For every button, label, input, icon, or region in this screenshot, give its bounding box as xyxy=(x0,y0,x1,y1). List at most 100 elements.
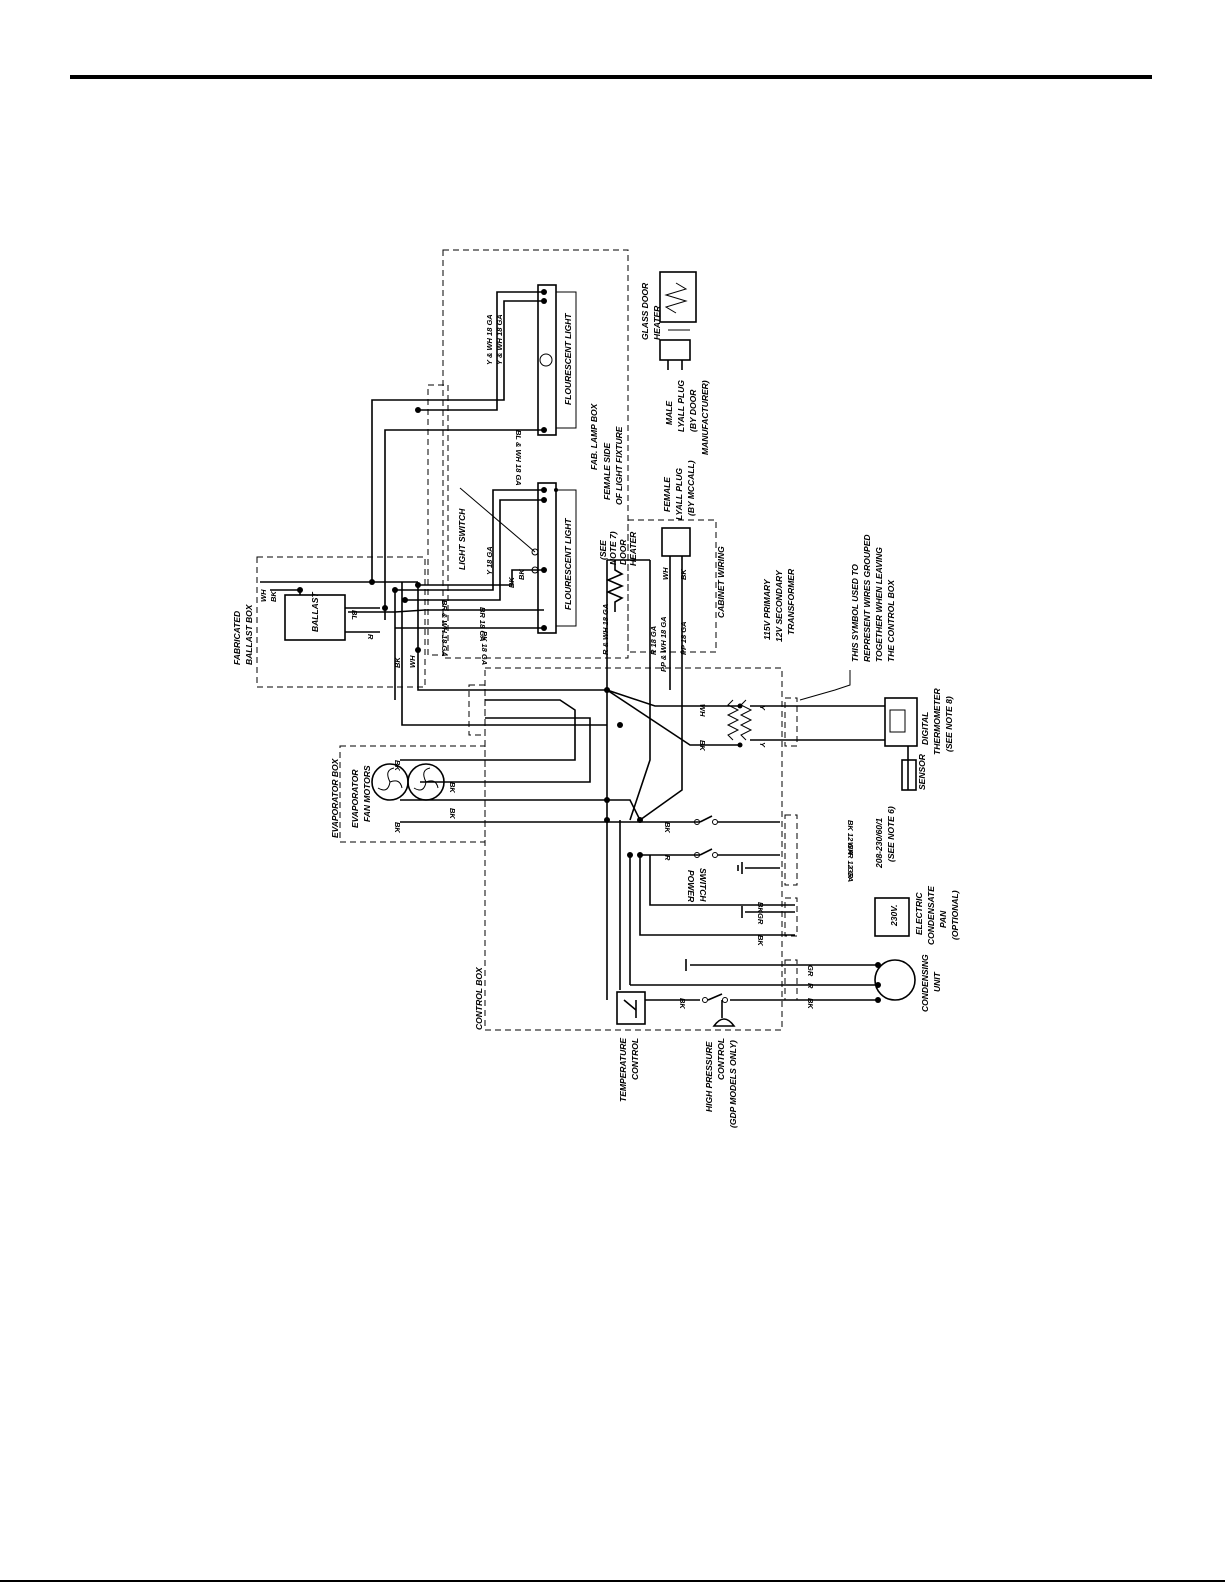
symbol-note-3: TOGETHER WHEN LEAVING xyxy=(874,547,884,662)
power-switch-label-1: POWER xyxy=(686,870,696,903)
symbol-note-leader xyxy=(799,670,851,701)
lamp-inner-box xyxy=(427,384,449,656)
wire-label-bk12: BK 12 GA xyxy=(846,820,855,855)
wire-label-r-ballast: R xyxy=(366,634,375,640)
wire-label-wh-cab: WH xyxy=(661,567,670,580)
ballast-box-label-2: BALLAST BOX xyxy=(244,603,254,665)
cabinet-wiring-label: CABINET WIRING xyxy=(716,546,726,618)
wire-label-gr-cu: GR xyxy=(806,965,815,977)
door-heater-label-2: NOTE 7) xyxy=(608,531,618,565)
control-box-label: CONTROL BOX xyxy=(474,966,484,1030)
wire-label-bk-evap-4: BK xyxy=(393,822,402,833)
condensing-unit xyxy=(630,959,916,1003)
male-plug-label-1: MALE xyxy=(664,401,674,425)
condensate-pan-label-1: ELECTRIC xyxy=(914,892,924,935)
wire-group-symbol xyxy=(784,814,798,886)
transformer-label-3: TRANSFORMER xyxy=(786,568,796,635)
wire-label-br-wh: BR & WH 18 GA xyxy=(440,600,449,657)
footer-rule xyxy=(0,1580,1225,1582)
wire-label-bk-cab: BK xyxy=(679,569,688,580)
ballast-label: BALLAST xyxy=(310,592,320,632)
transformer-label-1: 115V PRIMARY xyxy=(762,578,772,640)
female-plug-label-3: (BY MCCALL) xyxy=(686,460,696,516)
glass-door-heater-label-2: HEATER xyxy=(652,305,662,340)
condensate-pan xyxy=(741,897,910,937)
wire-label-gr-pan: GR xyxy=(756,913,765,925)
female-plug-label-2: LYALL PLUG xyxy=(674,468,684,520)
wire-label-bk-main: BK xyxy=(393,657,402,668)
symbol-note-1: THIS SYMBOL USED TO xyxy=(850,564,860,662)
condensate-voltage: 230V. xyxy=(889,905,899,927)
wire-label-y-wh-2: Y & WH 18 GA xyxy=(495,314,504,365)
wire-label-bk-cu: BK xyxy=(806,998,815,1009)
wire-label-br18: BR 18 GA xyxy=(478,607,487,642)
wire-label-bk-ps: BK xyxy=(663,822,672,833)
wire-label-bk-xf: BK xyxy=(698,740,707,751)
high-pressure-label-3: (GDP MODELS ONLY) xyxy=(728,1040,738,1128)
ballast xyxy=(284,594,346,641)
wire-group-symbol xyxy=(468,684,486,736)
wire-label-bk-1: BK xyxy=(507,577,516,588)
thermometer-label-1: DIGITAL xyxy=(920,712,930,745)
wire-label-r-wh: R & WH 18 GA xyxy=(601,604,610,655)
sensor-label: SENSOR xyxy=(917,753,927,790)
condensate-pan-label-3: PAN xyxy=(938,910,948,928)
temperature-control-label-1: TEMPERATURE xyxy=(618,1038,628,1102)
wire-label-bl: BL xyxy=(350,610,359,620)
wire-label-bk-pan: BK xyxy=(756,902,765,913)
wire-label-pp-wh: PP & WH 18 GA xyxy=(659,616,668,672)
door-heater-label-1: (SEE xyxy=(598,540,608,560)
wire-label-r12: R 12 GA xyxy=(846,853,855,882)
wire-label-bl-wh: BL & WH 18 GA xyxy=(514,430,523,486)
fab-lamp-box-label: FAB. LAMP BOX xyxy=(589,402,599,470)
transformer-label-2: 12V SECONDARY xyxy=(774,569,784,642)
evaporator-box-label: EVAPORATOR BOX xyxy=(330,757,340,838)
wire-label-wh-supply: WH xyxy=(846,842,855,855)
glass-door-heater xyxy=(659,271,697,370)
cabinet-wiring-outline xyxy=(627,519,717,653)
door-heater xyxy=(605,559,651,690)
header-rule xyxy=(70,75,1152,79)
wire-label-bk-ballast: BK xyxy=(269,591,278,602)
wire-group-symbol xyxy=(784,959,798,1001)
symbol-note-2: REPRESENT WIRES GROUPED xyxy=(862,534,872,662)
temperature-control xyxy=(616,991,646,1025)
supply-label-2: (SEE NOTE 6) xyxy=(886,806,896,862)
evaporator-fan-label-1: EVAPORATOR xyxy=(350,769,360,828)
power-switch xyxy=(694,815,780,874)
lighting-wires xyxy=(260,291,607,726)
fluorescent-light-label-2: FLOURESCENT LIGHT xyxy=(563,518,573,610)
wire-label-pp18: PP 18 GA xyxy=(679,622,688,656)
wire-group-symbol xyxy=(784,697,798,747)
wire-label-pk18: PK 18 GA xyxy=(480,631,489,665)
female-plug-label-1: FEMALE xyxy=(662,477,672,512)
wire-label-y18: Y 18 GA xyxy=(485,546,494,575)
symbol-note-4: THE CONTROL BOX xyxy=(886,579,896,662)
power-switch-label-2: SWITCH xyxy=(698,868,708,902)
wire-label-r-ps: R xyxy=(663,855,672,861)
high-pressure-control xyxy=(702,993,736,1027)
wire-label-y-1: Y xyxy=(758,705,767,711)
wire-label-wh-ballast: WH xyxy=(259,589,268,602)
temperature-control-label-2: CONTROL xyxy=(630,1038,640,1080)
wire-label-r-cu: R xyxy=(806,983,815,989)
wire-label-bk-hp: BK xyxy=(678,998,687,1009)
control-wiring xyxy=(400,687,795,1000)
wire-label-bk-pan-2: BK xyxy=(756,935,765,946)
thermometer-label-3: (SEE NOTE 8) xyxy=(944,696,954,752)
ballast-box-outline xyxy=(256,556,426,688)
digital-thermometer xyxy=(884,697,918,791)
condensing-unit-label-2: UNIT xyxy=(932,971,942,992)
male-plug-label-2: LYALL PLUG xyxy=(676,380,686,432)
male-plug-label-4: MANUFACTURER) xyxy=(700,380,710,455)
wire-group-symbol xyxy=(784,897,798,937)
condensate-pan-label-2: CONDENSATE xyxy=(926,886,936,945)
wire-label-gr-supply: GR xyxy=(846,867,855,879)
condensing-unit-label-1: CONDENSING xyxy=(920,954,930,1012)
wire-label-y-wh-1: Y & WH 18 GA xyxy=(485,314,494,365)
evaporator-fan-label-2: FAN MOTORS xyxy=(362,765,372,822)
control-box-outline xyxy=(484,667,783,1031)
wire-label-bk-2: BK xyxy=(517,569,526,580)
wire-label-bk-evap-1: BK xyxy=(393,760,402,771)
male-plug-label-3: (BY DOOR xyxy=(688,389,698,432)
